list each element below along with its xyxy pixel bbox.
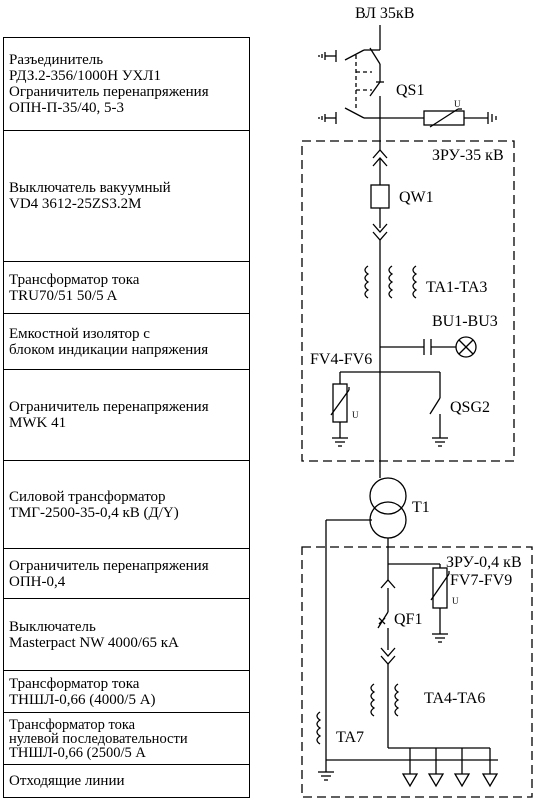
legend-row: Отходящие линии [3,764,250,798]
main-busline-low [377,538,396,748]
ta7-label: TA7 [336,729,364,746]
disconnector-qs1 [369,47,384,97]
legend-row-text: ТНШЛ-0,66 (2500/5 А [9,744,146,761]
current-transformers-ta4-ta6 [370,683,400,717]
legend-row-text: TRU70/51 50/5 A [9,287,118,304]
legend-row-text: Емкостной изолятор с [9,325,150,342]
current-transformer-ta7 [316,711,322,745]
capacitive-divider-bu [380,336,477,358]
legend-row-text: ТМГ-2500-35-0,4 кВ (Д/Y) [9,504,179,521]
legend-row-text: Ограничитель перенапряжения [9,399,209,415]
u-mark-35kv: U [454,99,461,109]
plug-contacts-lower [372,208,388,440]
outgoing-bus [326,747,498,761]
surge-arrester-fv7 [388,563,450,643]
legend-row-text: Силовой трансформатор [9,488,166,505]
zru-35kv-label: ЗРУ-35 кВ [432,147,504,164]
zru-04kv-label: ЗРУ-0,4 кВ [446,554,522,571]
legend-row-text: Трансформатор тока [9,675,140,692]
legend-row-text: VD4 3612-25ZS3.2M [9,196,142,212]
current-transformers-ta1-ta3 [364,265,418,299]
qsg2-label: QSG2 [450,399,490,416]
earthing-switch-upper [318,49,380,62]
legend-row-text: Masterpact NW 4000/65 кА [9,634,179,651]
legend-row-text: Трансформатор тока [9,716,136,733]
earthing-switch-qsg2 [429,372,448,447]
zru-04kv-enclosure [301,546,533,798]
legend-row-text: Выключатель вакуумный [9,180,171,196]
legend-row-text: Выключатель [9,618,96,635]
qs1-label: QS1 [396,82,424,99]
legend-row-text: Ограничитель перенапряжения [9,557,209,574]
legend-row-text: ТНШЛ-0,66 (4000/5 А) [9,691,156,708]
legend-row-text: Отходящие линии [9,773,125,789]
mechanical-interlock [355,55,372,110]
legend-row-text: MWK 41 [9,415,67,431]
neutral-conductor [318,519,372,781]
breaker-qf1 [378,617,386,625]
fv4-fv6-label: FV4-FV6 [310,351,372,368]
legend-row-text: нулевой последовательности [9,730,188,747]
qw1-label: QW1 [399,189,434,206]
legend-row-text: блоком индикации напряжения [9,341,209,358]
surge-arrester-35kv [380,108,497,128]
qf1-label: QF1 [394,611,422,628]
zru-35kv-enclosure [301,140,515,462]
plug-contacts-upper [372,149,388,185]
legend-row-text: Ограничитель перенапряжения [9,84,209,100]
t1-label: T1 [412,499,430,516]
legend-row-text: Разъединитель [9,52,104,68]
u-mark-fv7: U [452,596,459,606]
surge-arrester-fv4 [330,372,350,447]
legend-row-text: ОПН-П-35/40, 5-3 [9,100,124,116]
legend-row-text: ОПН-0,4 [9,573,66,590]
ta1-ta3-label: TA1-TA3 [426,279,487,296]
power-transformer-t1 [369,477,407,539]
legend-row-text: Трансформатор тока [9,271,140,288]
vl-35kv-label: ВЛ 35кВ [355,5,414,22]
fv7-fv9-label: FV7-FV9 [450,572,512,589]
breaker-qw1 [370,184,390,209]
ta4-ta6-label: TA4-TA6 [424,690,485,707]
legend-row-text: РДЗ.2-356/1000Н УХЛ1 [9,68,161,84]
earthing-switch-lower [318,107,380,124]
bu-label: BU1-BU3 [432,313,498,330]
outgoing-lines [401,748,499,788]
u-mark-fv4: U [352,410,359,420]
